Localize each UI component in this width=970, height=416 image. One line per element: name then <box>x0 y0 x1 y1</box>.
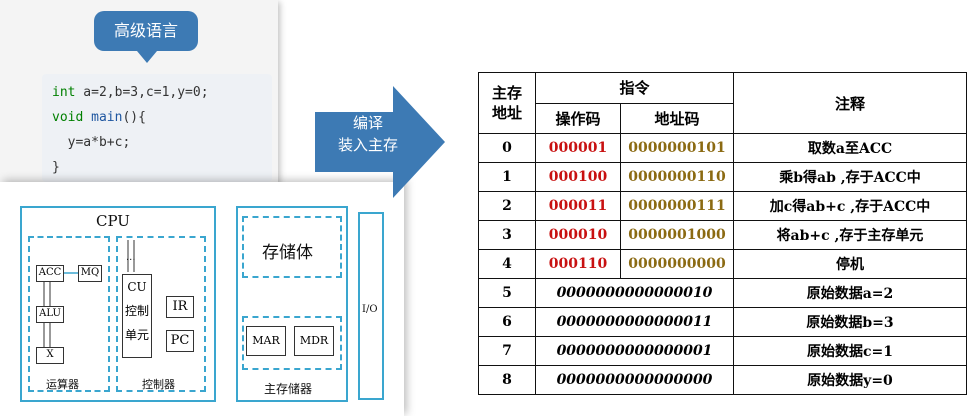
hardware-diagram: CPU ACC MQ ALU X ... CU 控制 单元 IR PC 运算器 … <box>0 182 404 416</box>
acc-register: ACC <box>36 265 64 282</box>
instruction-table: 主存 地址 指令 注释 操作码 地址码 0 000001 0000000101 … <box>478 72 967 395</box>
header-address-line1: 主存 <box>491 84 522 102</box>
code-line-2-rest: (){ <box>122 110 146 125</box>
row-note: 加c得ab+c ,存于ACC中 <box>733 191 967 221</box>
row-address: 7 <box>478 336 536 366</box>
row-note: 原始数据a=2 <box>733 278 967 308</box>
table-row: 4 000110 0000000000 停机 <box>478 249 967 279</box>
code-line-4: } <box>52 160 60 175</box>
alu-unit: ALU <box>36 306 64 323</box>
compile-arrow-icon <box>315 86 445 198</box>
row-address: 6 <box>478 307 536 337</box>
cu-sub2: 单元 <box>124 328 149 342</box>
mdr-register: MDR <box>294 326 334 356</box>
controller-group-box <box>116 236 206 392</box>
row-note: 原始数据y=0 <box>733 365 967 395</box>
row-opcode: 000011 <box>535 191 621 221</box>
io-label: I/O <box>362 304 378 315</box>
compile-arrow-label: 编译 装入主存 <box>328 112 408 156</box>
controller-ellipsis: ... <box>126 252 136 263</box>
row-address: 8 <box>478 365 536 395</box>
row-addrcode: 0000000000 <box>620 249 734 279</box>
compile-label: 编译 <box>352 114 383 132</box>
row-address: 1 <box>478 162 536 192</box>
row-address: 2 <box>478 191 536 221</box>
header-note: 注释 <box>733 72 967 134</box>
ir-register: IR <box>166 296 194 318</box>
table-row: 6 0000000000000011 原始数据b=3 <box>478 307 967 337</box>
header-address: 主存 地址 <box>478 72 536 134</box>
load-memory-label: 装入主存 <box>337 136 398 154</box>
row-opcode: 000110 <box>535 249 621 279</box>
cpu-label: CPU <box>96 212 130 230</box>
code-function-main: main <box>91 110 123 125</box>
row-address: 3 <box>478 220 536 250</box>
header-address-line2: 地址 <box>491 104 522 122</box>
row-addrcode: 0000001000 <box>620 220 734 250</box>
storage-body-label: 存储体 <box>262 243 313 263</box>
code-keyword-void: void <box>52 110 84 125</box>
controller-group-label: 控制器 <box>142 378 175 391</box>
row-data: 0000000000000010 <box>535 278 734 308</box>
table-row: 7 0000000000000001 原始数据c=1 <box>478 336 967 366</box>
pc-register: PC <box>166 330 194 352</box>
row-addrcode: 0000000111 <box>620 191 734 221</box>
table-row: 8 0000000000000000 原始数据y=0 <box>478 365 967 395</box>
row-address: 5 <box>478 278 536 308</box>
main-memory-label: 主存储器 <box>264 382 313 396</box>
main-memory-box <box>236 206 348 402</box>
row-data: 0000000000000001 <box>535 336 734 366</box>
code-line-3: y=a*b+c; <box>52 135 131 150</box>
source-code-block: int a=2,b=3,c=1,y=0; void main(){ y=a*b+… <box>42 74 272 182</box>
code-keyword-int: int <box>52 85 76 100</box>
table-row: 1 000100 0000000110 乘b得ab ,存于ACC中 <box>478 162 967 192</box>
header-instruction: 指令 <box>535 72 734 104</box>
row-opcode: 000001 <box>535 133 621 163</box>
table-row: 2 000011 0000000111 加c得ab+c ,存于ACC中 <box>478 191 967 221</box>
header-addrcode: 地址码 <box>620 102 734 134</box>
storage-body-box <box>242 216 342 278</box>
row-addrcode: 0000000101 <box>620 133 734 163</box>
table-row: 5 0000000000000010 原始数据a=2 <box>478 278 967 308</box>
row-addrcode: 0000000110 <box>620 162 734 192</box>
row-note: 原始数据b=3 <box>733 307 967 337</box>
mar-register: MAR <box>246 326 286 356</box>
row-opcode: 000100 <box>535 162 621 192</box>
code-line-1-rest: a=2,b=3,c=1,y=0; <box>75 85 209 100</box>
alu-group-label: 运算器 <box>46 378 79 391</box>
datapath-arrows <box>43 240 135 347</box>
mq-register: MQ <box>78 265 102 282</box>
cu-label: CU <box>127 280 147 294</box>
row-note: 乘b得ab ,存于ACC中 <box>733 162 967 192</box>
row-address: 4 <box>478 249 536 279</box>
row-address: 0 <box>478 133 536 163</box>
row-data: 0000000000000000 <box>535 365 734 395</box>
memory-registers-box <box>242 316 342 370</box>
header-opcode: 操作码 <box>535 102 621 134</box>
cpu-box <box>20 206 216 402</box>
x-register: X <box>36 347 64 364</box>
row-note: 将ab+c ,存于主存单元 <box>733 220 967 250</box>
row-note: 原始数据c=1 <box>733 336 967 366</box>
table-row: 0 000001 0000000101 取数a至ACC <box>478 133 967 163</box>
cu-sub1: 控制 <box>124 304 149 318</box>
table-row: 3 000010 0000001000 将ab+c ,存于主存单元 <box>478 220 967 250</box>
row-note: 取数a至ACC <box>733 133 967 163</box>
cu-unit: CU 控制 单元 <box>122 274 152 358</box>
io-box <box>358 212 384 400</box>
row-note: 停机 <box>733 249 967 279</box>
code-space <box>83 110 91 125</box>
alu-group-box <box>28 236 110 392</box>
high-level-language-callout: 高级语言 <box>94 11 198 63</box>
row-opcode: 000010 <box>535 220 621 250</box>
row-data: 0000000000000011 <box>535 307 734 337</box>
